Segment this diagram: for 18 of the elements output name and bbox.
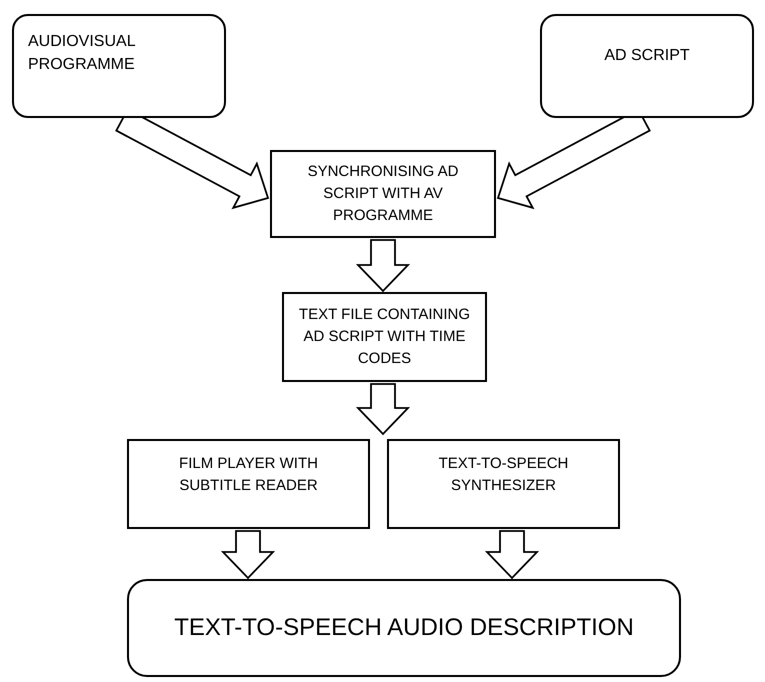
box-label: TEXT FILE CONTAINING AD SCRIPT WITH TIME CODES: [298, 305, 472, 369]
block-arrow: [356, 239, 410, 292]
rounded-box: [540, 14, 754, 118]
box-label: TEXT-TO-SPEECH SYNTHESIZER: [438, 454, 570, 496]
box-label: SYNCHRONISING AD SCRIPT WITH AV PROGRAMME: [306, 162, 460, 226]
process-box: [127, 439, 370, 529]
box-label: AUDIOVISUAL PROGRAMME: [28, 32, 136, 76]
box-label: AD SCRIPT: [604, 46, 690, 66]
block-arrow: [484, 530, 540, 580]
rounded-box: [12, 14, 226, 118]
block-arrow: [220, 530, 276, 580]
box-label: FILM PLAYER WITH SUBTITLE READER: [178, 454, 319, 496]
process-box: [282, 292, 487, 382]
process-box: [387, 439, 620, 529]
rounded-box: [127, 579, 681, 677]
process-box: [270, 150, 496, 238]
box-label: TEXT-TO-SPEECH AUDIO DESCRIPTION: [174, 612, 634, 643]
block-arrow: [356, 383, 410, 436]
